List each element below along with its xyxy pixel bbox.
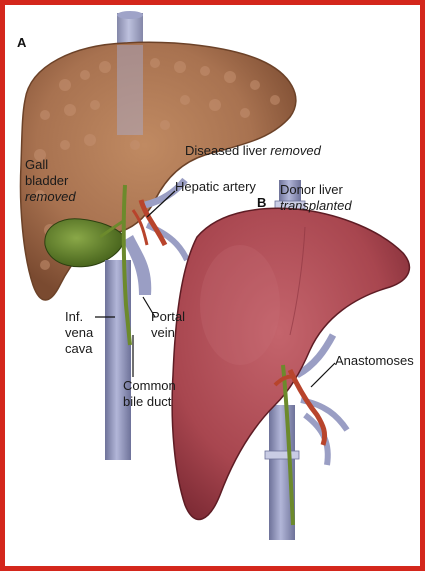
panel-a-letter: A: [17, 35, 27, 50]
gall-bladder-label-line3: removed: [25, 189, 76, 204]
panel-b-caption-line1: Donor liver: [280, 182, 344, 197]
panel-a-caption: Diseased liver removed: [185, 143, 322, 158]
portal-vein-label-line1: Portal: [151, 309, 185, 324]
panel-b-caption-line2: transplanted: [280, 198, 352, 213]
anastomoses-label: Anastomoses: [335, 353, 414, 368]
hepatic-artery-label: Hepatic artery: [175, 179, 256, 194]
portal-vein-label-line2: vein: [151, 325, 175, 340]
inf-vena-cava-label-line2: vena: [65, 325, 94, 340]
common-bile-duct-label-line2: bile duct: [123, 394, 172, 409]
gall-bladder-label-line2: bladder: [25, 173, 69, 188]
common-bile-duct-label-line1: Common: [123, 378, 176, 393]
gall-bladder-label-line1: Gall: [25, 157, 48, 172]
inf-vena-cava-label-line3: cava: [65, 341, 93, 356]
liver-transplant-illustration: A B Diseased liver removed Donor liver t…: [5, 5, 420, 566]
inf-vena-cava-label-line1: Inf.: [65, 309, 83, 324]
panel-b-letter: B: [257, 195, 266, 210]
